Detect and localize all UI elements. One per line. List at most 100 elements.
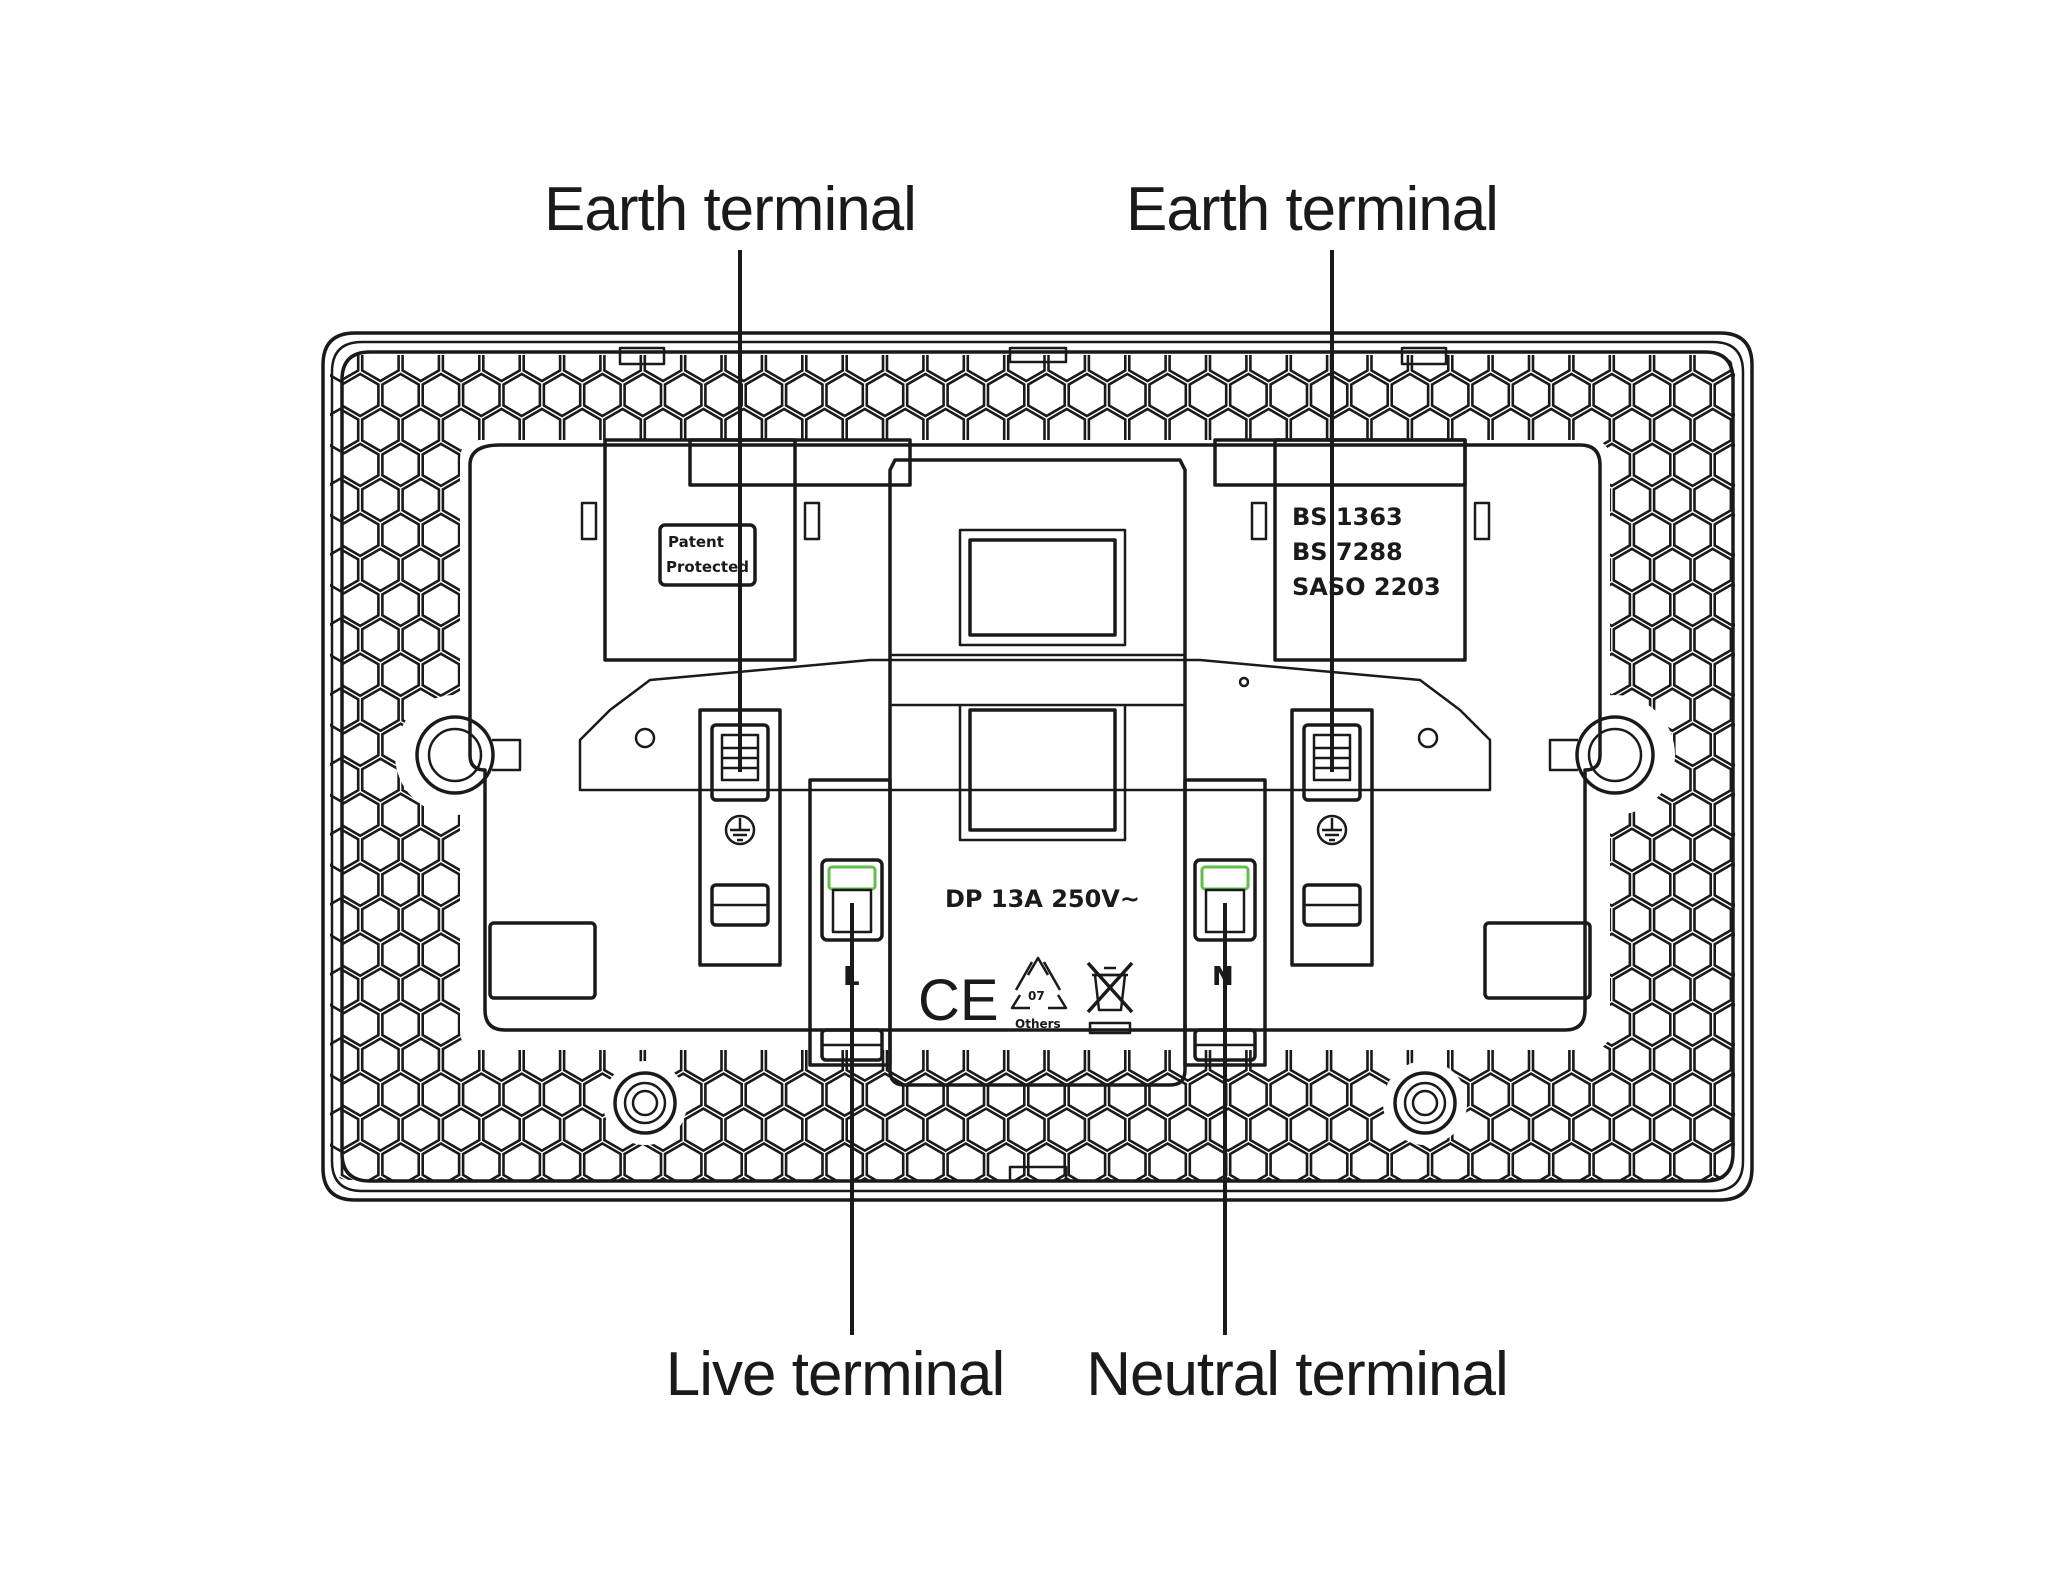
hex-cell (986, 442, 1026, 488)
hex-cell (1652, 407, 1692, 453)
hex-cell (401, 617, 441, 663)
hex-cell (1511, 442, 1551, 488)
hex-cell (1350, 582, 1389, 628)
hex-cell (1713, 512, 1735, 558)
hex-cell (522, 407, 562, 453)
hex-cell (1309, 1002, 1349, 1048)
hex-cell (1067, 652, 1107, 698)
hex-cell (401, 897, 441, 943)
central-switch-housing (888, 458, 1187, 1087)
hex-cell (946, 652, 986, 698)
hex-cell (421, 372, 461, 418)
hex-cell (582, 1141, 622, 1180)
hex-cell (1107, 792, 1147, 838)
hex-cell (1673, 512, 1712, 558)
hex-cell (1087, 897, 1127, 943)
hex-cell (401, 757, 441, 803)
hex-cell (1350, 932, 1389, 978)
hex-cell (744, 792, 784, 838)
hex-cell (885, 967, 925, 1013)
hex-cell (502, 862, 542, 908)
hex-cell (1612, 1037, 1652, 1083)
hex-cell (1693, 897, 1733, 943)
hex-cell (704, 792, 744, 838)
hex-cell (360, 407, 400, 453)
hex-cell (1208, 687, 1248, 733)
hex-cell (1350, 792, 1389, 838)
hex-cell (825, 512, 865, 558)
hex-cell (683, 1107, 723, 1153)
hex-cell (1572, 477, 1612, 523)
hex-cell (1269, 722, 1309, 768)
hex-cell (1632, 582, 1672, 628)
hex-cell (381, 1072, 421, 1118)
hex-cell (1228, 1141, 1268, 1180)
hex-cell (1006, 757, 1046, 803)
hex-cell (744, 652, 784, 698)
hex-cell (1673, 442, 1712, 488)
hex-cell (1087, 407, 1127, 453)
hex-cell (1289, 355, 1329, 383)
hex-cell (1208, 827, 1248, 873)
hex-cell (1551, 652, 1591, 698)
hex-cell (1067, 722, 1107, 768)
hex-cell (946, 372, 986, 418)
hex-cell (683, 617, 723, 663)
hex-cell (522, 967, 562, 1013)
hex-cell (502, 722, 542, 768)
leader-lines (738, 250, 1334, 1335)
hex-cell (1451, 967, 1490, 1013)
hex-cell (744, 582, 784, 628)
hex-cell (330, 967, 360, 1013)
hex-cell (401, 687, 441, 733)
hex-cell (582, 512, 622, 558)
hex-cell (1652, 687, 1692, 733)
hex-cell (1128, 1107, 1167, 1153)
hex-cell (381, 442, 421, 488)
hex-cell (1471, 442, 1511, 488)
hex-cell (1390, 722, 1430, 768)
hex-cell (502, 792, 542, 838)
hex-cell (1511, 1141, 1551, 1180)
hex-cell (441, 617, 481, 663)
hex-cell (1491, 1037, 1531, 1083)
hex-cell (986, 512, 1026, 558)
hex-cell (926, 407, 966, 453)
hex-cell (1249, 1107, 1289, 1153)
hex-cell (986, 1072, 1026, 1118)
hex-cell (582, 792, 622, 838)
hex-cell (441, 687, 481, 733)
hex-cell (381, 372, 421, 418)
hex-cell (845, 757, 885, 803)
hex-cell (1612, 617, 1652, 663)
hex-cell (603, 827, 643, 873)
hex-cell (1572, 355, 1612, 383)
hex-cell (1350, 442, 1389, 488)
hex-cell (1208, 617, 1248, 663)
hex-cell (1693, 687, 1733, 733)
hex-cell (1531, 617, 1571, 663)
hex-cell (360, 477, 400, 523)
hex-cell (1168, 477, 1208, 523)
callout-neutral: Neutral terminal (1086, 1340, 1508, 1409)
hex-cell (1249, 967, 1289, 1013)
hex-cell (1228, 652, 1268, 698)
hex-cell (966, 827, 1006, 873)
hex-cell (1370, 477, 1410, 523)
neutral-letter: N (1212, 962, 1234, 992)
hex-cell (1451, 757, 1490, 803)
hex-cell (1208, 967, 1248, 1013)
hex-cell (381, 792, 421, 838)
hex-cell (1067, 512, 1107, 558)
hex-cell (1693, 355, 1733, 383)
hex-cell (1208, 757, 1248, 803)
hex-cell (1410, 547, 1450, 593)
hex-cell (1390, 372, 1430, 418)
hex-cell (1410, 967, 1450, 1013)
hex-cell (1612, 687, 1652, 733)
hex-cell (340, 932, 380, 978)
hex-cell (1673, 582, 1712, 628)
hex-cell (1531, 407, 1571, 453)
hex-cell (603, 477, 643, 523)
hex-cell (1471, 1002, 1511, 1048)
